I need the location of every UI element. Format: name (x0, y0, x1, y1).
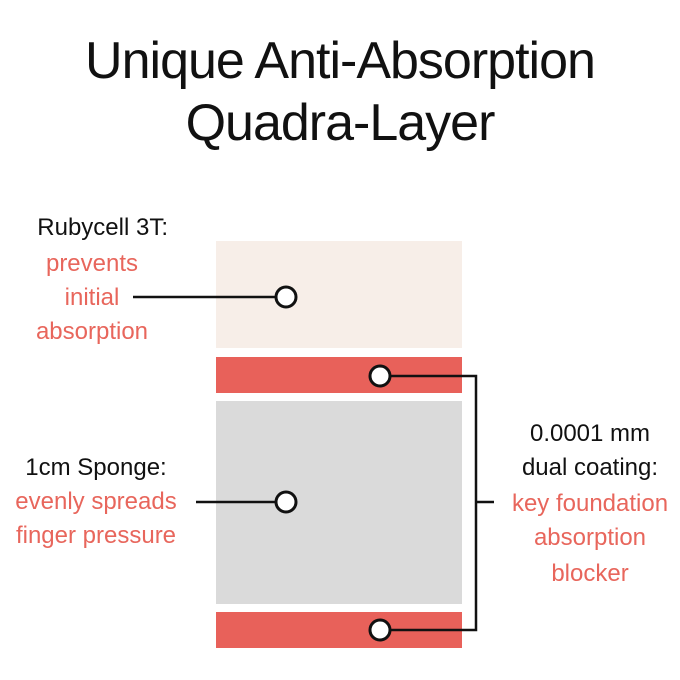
layer-rubycell (216, 241, 462, 348)
rubycell-marker (274, 285, 298, 309)
coating-desc-line-3: blocker (551, 560, 629, 587)
coating-bottom-marker (368, 618, 392, 642)
rubycell-desc-line-2: initial (64, 284, 120, 311)
sponge-desc-line-1: evenly spreads (15, 488, 177, 515)
diagram-title: Unique Anti-Absorption Quadra-Layer (0, 30, 680, 154)
coating-desc-line-1: key foundation (511, 490, 669, 517)
rubycell-desc-line-3: absorption (35, 318, 149, 345)
sponge-heading: 1cm Sponge: (25, 454, 167, 481)
sponge-marker (274, 490, 298, 514)
title-line-2: Quadra-Layer (185, 94, 496, 152)
coating-bracket (380, 374, 478, 632)
title-line-1: Unique Anti-Absorption (85, 32, 596, 90)
sponge-desc-line-2: finger pressure (15, 522, 177, 549)
coating-heading-line-1: 0.0001 mm (529, 420, 651, 447)
rubycell-desc-line-1: prevents (45, 250, 139, 277)
coating-heading-line-2: dual coating: (521, 454, 659, 481)
coating-top-marker (368, 364, 392, 388)
rubycell-heading: Rubycell 3T: (37, 214, 168, 241)
coating-desc-line-2: absorption (533, 524, 647, 551)
